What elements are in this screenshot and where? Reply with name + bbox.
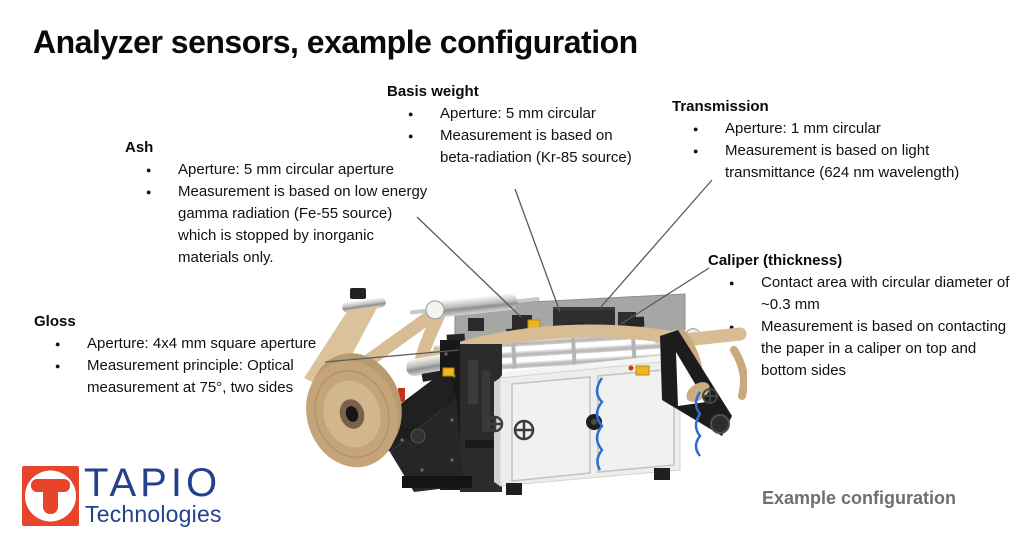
estop-buttons	[442, 365, 650, 377]
paper-roll	[306, 353, 402, 468]
bullet-item: Measurement is based on beta-radiation (…	[387, 125, 640, 169]
ash-heading: Ash	[125, 139, 154, 156]
tapio-t-icon	[22, 466, 79, 526]
bullet-item: Aperture: 4x4 mm square aperture	[34, 333, 335, 355]
tapio-logo: TAPIO Technologies	[22, 462, 252, 532]
page-title: Analyzer sensors, example configuration	[33, 24, 638, 60]
caliper-bullets: Contact area with circular diameter of ~…	[708, 272, 1017, 382]
ash-bullets: Aperture: 5 mm circular aperture Measure…	[125, 159, 430, 269]
transmission-bullets: Aperture: 1 mm circular Measurement is b…	[672, 118, 965, 184]
bullet-item: Measurement principle: Optical measureme…	[34, 355, 335, 399]
hand-wheels	[486, 415, 535, 441]
bullet-item: Measurement is based on low energy gamma…	[125, 181, 430, 269]
section-ash: Ash Aperture: 5 mm circular aperture Mea…	[125, 137, 430, 269]
analyzer-machine-image	[304, 288, 747, 495]
cabinet	[494, 354, 681, 495]
section-caliper: Caliper (thickness) Contact area with ci…	[708, 250, 1017, 382]
section-basis-weight: Basis weight Aperture: 5 mm circular Mea…	[387, 81, 640, 169]
caliper-heading: Caliper (thickness)	[708, 252, 843, 269]
air-cables	[595, 377, 702, 471]
cabinet-door-left	[511, 376, 591, 482]
basis-weight-heading: Basis weight	[387, 83, 479, 100]
section-transmission: Transmission Aperture: 1 mm circular Mea…	[672, 96, 965, 184]
example-configuration-caption: Example configuration	[762, 488, 957, 508]
gloss-heading: Gloss	[34, 313, 76, 330]
bullet-item: Aperture: 5 mm circular aperture	[125, 159, 430, 181]
gloss-bullets: Aperture: 4x4 mm square aperture Measure…	[34, 333, 335, 399]
basis-weight-bullets: Aperture: 5 mm circular Measurement is b…	[387, 103, 640, 169]
section-gloss: Gloss Aperture: 4x4 mm square aperture M…	[34, 311, 335, 399]
logo-brand-text: TAPIO	[84, 461, 222, 505]
bullet-item: Contact area with circular diameter of ~…	[708, 272, 1017, 316]
transmission-heading: Transmission	[672, 98, 769, 115]
bullet-item: Measurement is based on light transmitta…	[672, 140, 965, 184]
logo-subbrand-text: Technologies	[85, 501, 222, 527]
bullet-item: Measurement is based on contacting the p…	[708, 316, 1017, 382]
bullet-item: Aperture: 1 mm circular	[672, 118, 965, 140]
hand-wheel-right	[702, 388, 718, 404]
bullet-item: Aperture: 5 mm circular	[387, 103, 640, 125]
